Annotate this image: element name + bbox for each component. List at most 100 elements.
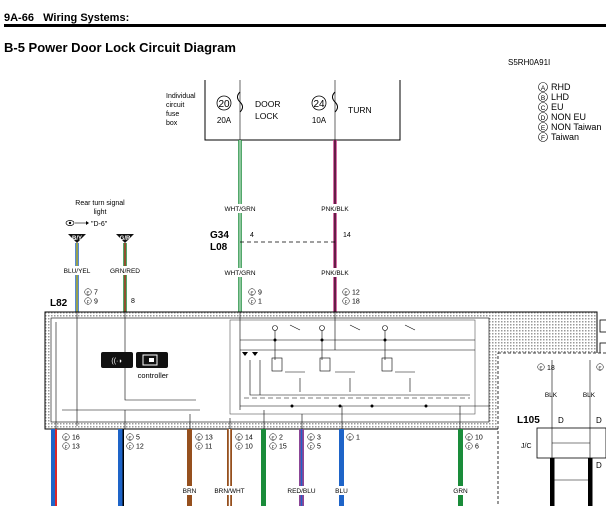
svg-text:9: 9 <box>94 299 98 306</box>
wire-bottom-1 <box>51 429 57 506</box>
controller-label: controller <box>138 371 169 380</box>
wire-bottom-brn <box>187 429 192 506</box>
wire-bottom-grn-2 <box>458 429 463 506</box>
svg-text:F: F <box>87 300 90 305</box>
legend: A RHD B LHD C EU D NON EU E NON Taiw <box>538 82 601 142</box>
svg-text:box: box <box>166 120 178 127</box>
wire-bottom-grn <box>261 429 266 506</box>
junction-connector-area: E 18 E BLK BLK L105 D D J/C D <box>497 352 606 506</box>
svg-text:D: D <box>596 461 602 470</box>
svg-text:E: E <box>197 436 200 441</box>
svg-text:GRN: GRN <box>453 488 468 495</box>
svg-text:"D-6": "D-6" <box>91 221 108 228</box>
svg-text:13: 13 <box>72 444 80 451</box>
svg-text:1: 1 <box>258 299 262 306</box>
svg-text:5: 5 <box>136 435 140 442</box>
svg-text:circuit: circuit <box>166 102 184 109</box>
svg-text:8: 8 <box>131 298 135 305</box>
svg-text:10: 10 <box>245 444 253 451</box>
svg-text:18: 18 <box>352 299 360 306</box>
svg-text:BLU: BLU <box>335 488 348 495</box>
svg-text:E: E <box>344 291 347 296</box>
svg-text:E: E <box>309 436 312 441</box>
svg-text:7: 7 <box>94 290 98 297</box>
fuse-symbol <box>237 91 243 113</box>
pin-labels-top: L82 E 7 F 9 8 E 9 F 1 E 12 F 18 <box>50 288 360 309</box>
svg-text:11: 11 <box>205 444 212 451</box>
svg-text:E: E <box>271 436 274 441</box>
wire-labels-bottom: BRN BRN/WHT RED/BLU BLU GRN <box>178 486 472 495</box>
fuse-name: TURN <box>348 105 372 115</box>
svg-text:B: B <box>541 95 545 102</box>
svg-text:13: 13 <box>205 435 213 442</box>
svg-text:Rear turn signal: Rear turn signal <box>75 200 125 207</box>
wire-label: PNK/BLK <box>321 270 349 277</box>
svg-text:F: F <box>238 445 241 450</box>
connector-g34-l08: G34 L08 4 14 <box>210 230 351 253</box>
svg-text:E: E <box>250 291 253 296</box>
svg-text:BRN: BRN <box>183 488 197 495</box>
svg-text:5: 5 <box>317 444 321 451</box>
svg-text:D: D <box>596 416 602 425</box>
svg-text:2: 2 <box>279 435 283 442</box>
wire-bottom-brn-wht <box>227 429 232 506</box>
wire-label: GRN/RED <box>110 268 140 275</box>
page-title: B-5 Power Door Lock Circuit Diagram <box>4 40 236 55</box>
svg-text:RHD: RHD <box>551 82 571 92</box>
svg-text:12: 12 <box>352 290 360 297</box>
svg-text:E: E <box>541 125 546 132</box>
svg-text:LHD: LHD <box>551 92 570 102</box>
connector-l82: L82 <box>50 298 68 309</box>
wire-bottom-2 <box>118 429 124 506</box>
wire-label: WHT/GRN <box>224 206 255 213</box>
wire-label: BLK <box>545 392 558 399</box>
wire-label: BLK <box>583 392 596 399</box>
svg-text:14: 14 <box>245 435 253 442</box>
header-rule <box>4 24 606 27</box>
svg-text:4: 4 <box>250 232 254 239</box>
wire-label: BLU/YEL <box>64 268 91 275</box>
diagram-code: S5RH0A91I <box>508 58 551 67</box>
svg-text:F: F <box>272 445 275 450</box>
svg-text:NON EU: NON EU <box>551 112 586 122</box>
svg-text:Taiwan: Taiwan <box>551 132 579 142</box>
fuse-number: 20 <box>218 99 230 110</box>
svg-text:15: 15 <box>279 444 287 451</box>
svg-text:F: F <box>251 300 254 305</box>
svg-text:D: D <box>558 416 564 425</box>
bottom-wires <box>51 429 463 506</box>
svg-text:((·◗: ((·◗ <box>111 358 122 365</box>
svg-text:F: F <box>198 445 201 450</box>
svg-text:E: E <box>128 436 131 441</box>
fuse-number: 24 <box>313 99 325 110</box>
svg-text:F: F <box>468 445 471 450</box>
svg-text:fuse: fuse <box>166 111 179 118</box>
svg-text:D: D <box>541 115 546 122</box>
legend-item: E NON Taiwan <box>538 122 601 132</box>
rear-turn-signal-light: Rear turn signal light "D-6" B/Y G/R <box>65 200 134 243</box>
svg-text:E: E <box>348 436 351 441</box>
svg-text:B/Y: B/Y <box>72 236 82 242</box>
legend-item: B LHD <box>538 92 570 102</box>
svg-text:NON Taiwan: NON Taiwan <box>551 122 601 132</box>
svg-text:F: F <box>310 445 313 450</box>
fuse-amp: 20A <box>217 116 232 125</box>
svg-text:9: 9 <box>258 290 262 297</box>
svg-text:3: 3 <box>317 435 321 442</box>
wire-bottom-blu <box>339 429 344 506</box>
svg-text:F: F <box>65 445 68 450</box>
legend-item: D NON EU <box>538 112 586 122</box>
svg-text:10: 10 <box>475 435 483 442</box>
svg-text:BRN/WHT: BRN/WHT <box>214 488 244 495</box>
eye-icon <box>65 220 89 226</box>
svg-text:F: F <box>541 135 545 142</box>
wire-label: WHT/GRN <box>224 270 255 277</box>
door-lock-icon <box>136 352 168 368</box>
fuse-box: Individual circuit fuse box 20 20A DOOR … <box>166 80 401 141</box>
wire-bottom-red-blu <box>299 429 304 506</box>
svg-text:1: 1 <box>356 435 360 442</box>
svg-text:E: E <box>467 436 470 441</box>
wire-label: PNK/BLK <box>321 206 349 213</box>
